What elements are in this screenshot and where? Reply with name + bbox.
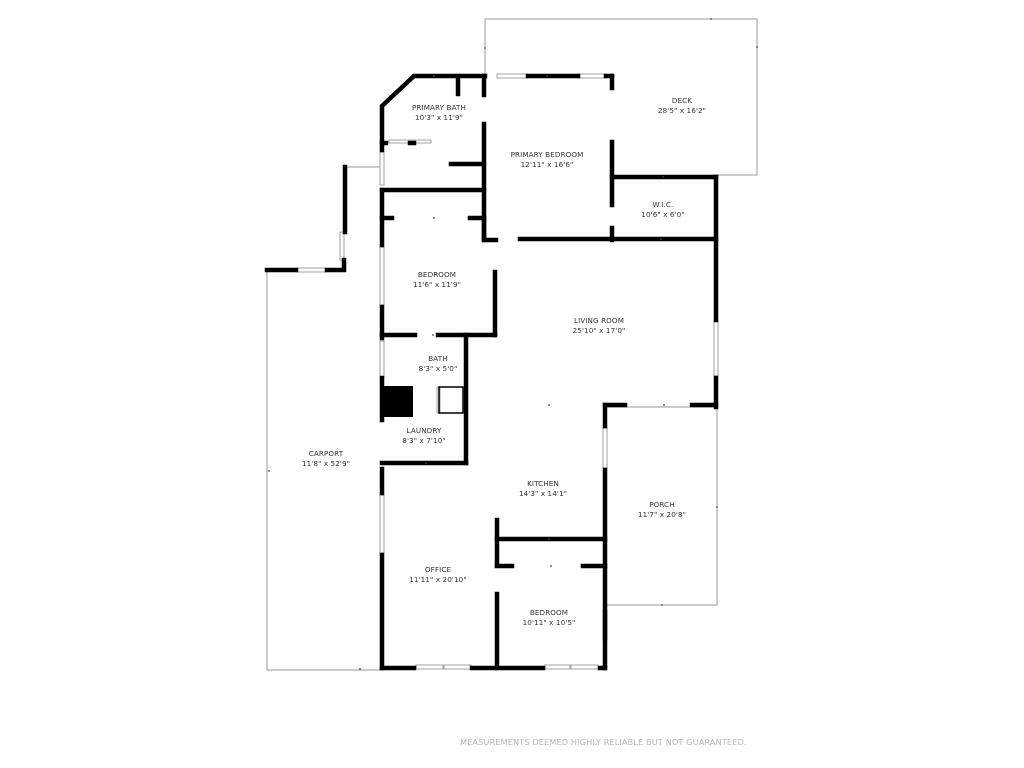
room-carport: CARPORT 11'8" x 52'9" (302, 449, 350, 469)
room-dimensions: 10'3" x 11'9" (414, 113, 464, 122)
room-dimensions: 11'8" x 52'9" (301, 459, 351, 468)
room-kitchen: KITCHEN 14'3" x 14'1" (519, 479, 567, 499)
windows (296, 73, 719, 670)
room-name: BEDROOM (529, 608, 569, 617)
room-dimensions: 12'11" x 16'6" (520, 160, 574, 169)
room-bedroom-2: BEDROOM 10'11" x 10'5" (523, 608, 576, 628)
room-deck: DECK 28'5" x 16'2" (658, 96, 706, 116)
room-dimensions: 14'3" x 14'1" (518, 489, 568, 498)
room-office: OFFICE 11'11" x 20'10" (409, 565, 466, 585)
solid-block (380, 386, 413, 417)
room-bath: BATH 8'3" x 5'0" (419, 354, 458, 374)
room-dimensions: 10'6" x 6'0" (641, 210, 685, 219)
room-bedroom-1: BEDROOM 11'6" x 11'9" (413, 270, 461, 290)
room-name: CARPORT (308, 449, 344, 458)
room-porch: PORCH 11'7" x 20'8" (638, 500, 686, 520)
room-primary-bath: PRIMARY BATH 10'3" x 11'9" (412, 103, 466, 123)
room-name: PRIMARY BATH (411, 103, 467, 112)
room-name: OFFICE (424, 565, 452, 574)
walls (264, 73, 719, 671)
outdoor-outlines (266, 18, 758, 671)
room-primary-bedroom: PRIMARY BEDROOM 12'11" x 16'6" (511, 150, 584, 170)
room-name: BATH (428, 354, 448, 363)
room-name: DECK (671, 96, 693, 105)
room-living-room: LIVING ROOM 25'10" x 17'0" (573, 316, 626, 336)
room-dimensions: 8'3" x 5'0" (418, 364, 458, 373)
room-name: W.I.C. (652, 200, 674, 209)
room-dimensions: 11'6" x 11'9" (412, 280, 462, 289)
closet-box (438, 386, 464, 414)
room-dimensions: 11'11" x 20'10" (409, 575, 467, 584)
room-name: PORCH (649, 500, 675, 509)
room-name: KITCHEN (527, 479, 559, 488)
disclaimer-text: MEASUREMENTS DEEMED HIGHLY RELIABLE BUT … (460, 737, 747, 747)
room-laundry: LAUNDRY 8'3" x 7'10" (402, 426, 445, 446)
room-name: LIVING ROOM (573, 316, 625, 325)
measure-ticks (268, 18, 758, 670)
room-name: BEDROOM (417, 270, 457, 279)
room-dimensions: 25'10" x 17'0" (572, 326, 626, 335)
room-dimensions: 11'7" x 20'8" (637, 510, 687, 519)
room-wic: W.I.C. 10'6" x 6'0" (641, 200, 684, 220)
room-name: PRIMARY BEDROOM (510, 150, 584, 159)
room-name: LAUNDRY (406, 426, 442, 435)
deck-outline (484, 18, 758, 176)
room-dimensions: 8'3" x 7'10" (402, 436, 446, 445)
room-dimensions: 10'11" x 10'5" (522, 618, 576, 627)
carport-outline (266, 270, 381, 671)
room-dimensions: 28'5" x 16'2" (657, 106, 707, 115)
